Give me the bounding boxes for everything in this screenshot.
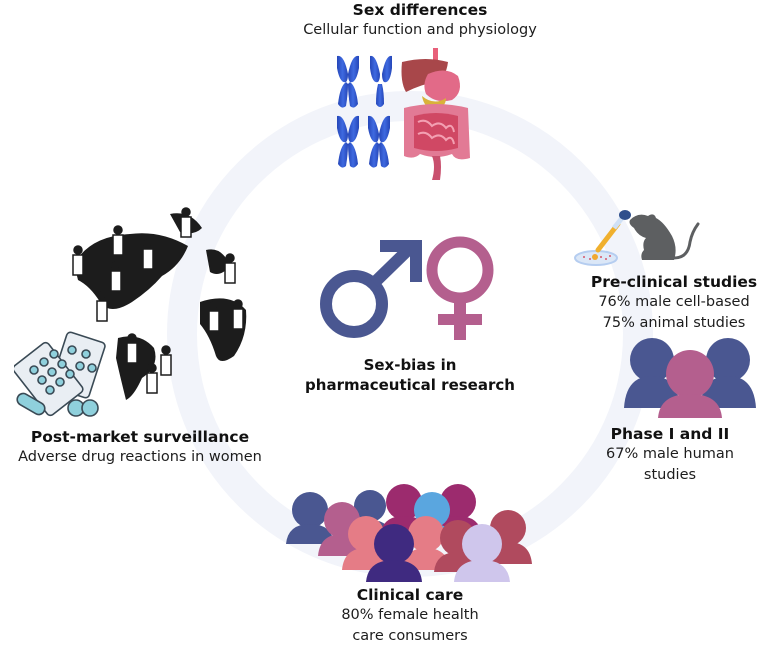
petri-dish-pipette-icon <box>574 210 631 266</box>
gender-symbols <box>320 236 494 340</box>
stage-description: Cellular function and physiology <box>303 22 537 38</box>
stage-title: Phase I and II <box>610 425 730 443</box>
stage-line-2: studies <box>643 467 697 483</box>
female-symbol-icon <box>426 236 494 340</box>
stage-title: Pre-clinical studies <box>590 273 758 291</box>
stage-title: Post-market surveillance <box>30 428 250 446</box>
pills-icon <box>14 331 106 417</box>
stage-sex-differences: Sex differences Cellular function and ph… <box>250 0 590 41</box>
stage-clinical-care: Clinical care 80% female health care con… <box>300 585 520 647</box>
stage-line-1: 67% male human <box>606 446 734 462</box>
male-symbol-icon <box>320 240 422 338</box>
center-title-line-2: pharmaceutical research <box>305 376 515 394</box>
stage-line-1: 76% male cell-based <box>598 294 750 310</box>
crowd-icon <box>286 484 532 582</box>
stage-title: Sex differences <box>352 1 488 19</box>
center-title: Sex-bias in pharmaceutical research <box>270 355 550 395</box>
stage-pre-clinical: Pre-clinical studies 76% male cell-based… <box>585 272 763 334</box>
globe-people-icon <box>72 207 247 400</box>
stage-post-market: Post-market surveillance Adverse drug re… <box>0 427 280 468</box>
rat-icon <box>629 214 700 260</box>
stage-line-2: care consumers <box>352 628 468 644</box>
stage-line-2: 75% animal studies <box>602 315 746 331</box>
chromosome-icon <box>337 55 392 168</box>
stage-line-1: 80% female health <box>341 607 479 623</box>
stage-phase-1-2: Phase I and II 67% male human studies <box>590 424 750 486</box>
people-group-icon <box>624 338 756 418</box>
stage-description: Adverse drug reactions in women <box>18 449 262 465</box>
center-title-line-1: Sex-bias in <box>363 356 457 374</box>
digestive-system-icon <box>401 48 470 180</box>
stage-title: Clinical care <box>356 586 464 604</box>
